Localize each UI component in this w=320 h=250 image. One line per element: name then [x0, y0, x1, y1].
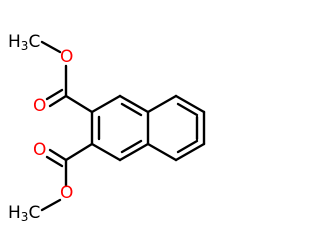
bond-c7-c8: [174, 94, 206, 114]
bond-c4-c5: [118, 142, 150, 162]
ether-oxygen-bottom: O: [60, 183, 73, 203]
bond-ether-o-methyl-bottom: [40, 198, 62, 212]
double-bond-inner-b1: [176, 102, 199, 117]
bond-ring-to-carbonyl-top: [64, 94, 94, 114]
bond-c5-c6: [90, 142, 122, 162]
bond-carbonyl-double-top-2: [45, 88, 64, 101]
carbonyl-oxygen-bottom: O: [33, 140, 46, 160]
ether-oxygen-top: O: [60, 47, 73, 67]
double-bond-inner-b3: [176, 139, 199, 154]
molecule-diagram: H3C O O O O H3C: [8, 32, 206, 224]
methyl-label-top: H3C: [8, 32, 40, 53]
bond-ring-to-carbonyl-bottom: [64, 142, 94, 162]
structure-canvas: H3C O O O O H3C: [8, 32, 206, 224]
bond-c10-c4: [146, 142, 178, 162]
bond-ether-o-methyl-top: [40, 40, 62, 54]
bond-carbonyl-double-bottom-2: [45, 155, 64, 168]
bond-c3-c7: [146, 94, 178, 114]
bond-c9-c10: [174, 142, 206, 162]
bond-c1-c2: [90, 94, 122, 114]
bond-carbonyl-double-bottom-1: [48, 148, 68, 162]
double-bond-inner-a1: [120, 102, 143, 117]
carbonyl-oxygen-top: O: [33, 96, 46, 116]
methyl-label-bottom: H3C: [8, 203, 40, 224]
double-bond-inner-a2: [120, 139, 143, 154]
bond-c2-c3: [118, 94, 150, 114]
bond-carbonyl-double-top-1: [48, 94, 68, 108]
